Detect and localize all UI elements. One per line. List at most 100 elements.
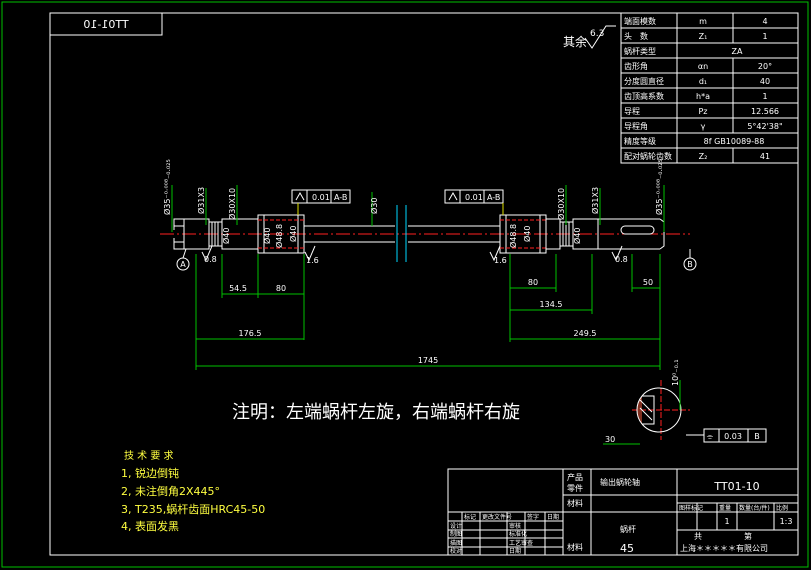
dim-134-5: 134.5	[540, 300, 563, 309]
param-name: 导程	[624, 107, 640, 116]
param-value: 41	[760, 152, 770, 161]
dim-d40-b: Ø40	[262, 228, 272, 244]
param-symbol: Z₁	[699, 32, 708, 41]
mirror-id-box	[49, 12, 163, 36]
tb-sign-label: 校对	[450, 547, 462, 555]
param-symbol: m	[699, 17, 707, 26]
tb-check-label: 日期	[509, 547, 521, 555]
tb-rev-label: 标记	[464, 513, 476, 521]
dim-d40-e: Ø40	[572, 228, 582, 244]
param-name: 分度圆直径	[624, 76, 664, 86]
tol-left-value: 0.01	[312, 193, 330, 202]
tb-material-label: 材料	[567, 498, 583, 508]
dim-d40-a: Ø40	[221, 228, 231, 244]
param-symbol: h*a	[696, 92, 710, 101]
tech-req-item: 1, 锐边倒钝	[121, 466, 179, 480]
tb-sign-label: 制图	[450, 530, 462, 538]
roughness-left: 0.8	[204, 255, 217, 264]
param-symbol: Pz	[698, 107, 707, 116]
keyway-section: 10⁰₋₀.₁ 30 ⌯ 0.03 B	[603, 359, 767, 445]
dim-thread-right: Ø31X3	[590, 187, 600, 214]
roughness-right: 0.8	[615, 255, 628, 264]
param-name: 齿形角	[624, 61, 648, 71]
tech-req-title: 技 术 要 求	[124, 449, 174, 462]
tb-sheet2: 第	[744, 531, 752, 541]
dim-d40-d: Ø40	[522, 226, 532, 242]
roughness-worm-right: 1.6	[494, 256, 507, 265]
roughness-worm-left: 1.6	[306, 256, 319, 265]
param-symbol: d₁	[699, 77, 707, 86]
param-value: 1	[762, 32, 767, 41]
dim-d30: Ø30	[369, 198, 379, 214]
param-value: 5°42'38"	[747, 122, 782, 131]
parameter-table: 端面模数 m 4 头 数 Z₁ 1 蜗杆类型 ZA 齿形角 αn 20° 分度圆…	[620, 12, 799, 164]
datum-a-label: A	[180, 260, 186, 269]
dim-249-5: 249.5	[574, 329, 597, 338]
datum-b-label: B	[687, 260, 693, 269]
tb-material-label-2: 材料	[567, 542, 583, 552]
tb-scale: 1:3	[780, 517, 793, 526]
tol-left-ref: A-B	[334, 193, 347, 202]
shaft-view	[160, 205, 690, 262]
tb-sign-label: 描图	[450, 539, 462, 547]
dim-d35-left: Ø35⁻⁰·⁰⁰⁸₋₀.₀₂₅	[162, 159, 172, 215]
tb-material: 45	[620, 542, 634, 555]
param-name: 配对蜗轮齿数	[624, 151, 672, 161]
dim-d40-c: Ø40	[288, 226, 298, 242]
dim-thread-left: Ø31X3	[196, 187, 206, 214]
tol-right-ref: A-B	[487, 193, 500, 202]
tb-part-label: 零件	[567, 483, 583, 493]
title-block: 产品 零件 输出蜗轮轴 TT01-10 材料 蜗杆 材料 45 图样标记 重量 …	[447, 468, 799, 556]
datum-markers: A B	[176, 248, 697, 271]
tolerance-frames: 0.01 A-B 0.01 A-B	[291, 189, 504, 215]
tb-product-label: 产品	[567, 472, 583, 482]
dim-d35-right: Ø35⁻⁰·⁰⁰⁸₋₀.₀₂₅	[654, 159, 664, 215]
tb-check-label: 标准化	[509, 530, 527, 538]
dim-key-width: 30	[605, 435, 615, 444]
tb-sheet: 共	[694, 532, 702, 541]
key-tol-symbol: ⌯	[707, 432, 714, 441]
drawing-border	[49, 12, 799, 556]
dim-80-right: 80	[528, 278, 538, 287]
param-value: 20°	[758, 62, 772, 71]
param-value: 40	[760, 77, 770, 86]
tb-sign-label: 设计	[450, 522, 462, 530]
dim-d30x10-right: Ø30X10	[556, 188, 566, 220]
roughness-marks: 0.8 1.6 1.6 0.8	[201, 245, 628, 265]
param-name: 齿顶高系数	[624, 91, 664, 101]
tech-req-item: 4, 表面发黑	[121, 519, 179, 533]
tb-stage-header: 图样标记	[679, 504, 703, 512]
param-name: 导程角	[624, 121, 648, 131]
diameter-labels: Ø35⁻⁰·⁰⁰⁸₋₀.₀₂₅ Ø31X3 Ø30X10 Ø40 Ø40 Ø48…	[162, 159, 665, 248]
mirror-drawing-id: TT01-10	[83, 18, 129, 31]
dim-d48-left: Ø48.8	[274, 224, 284, 248]
dim-d30x10-left: Ø30X10	[227, 188, 237, 220]
tol-right-value: 0.01	[465, 193, 483, 202]
tb-drawing-no: TT01-10	[713, 480, 759, 493]
param-symbol: αn	[698, 62, 708, 71]
tb-check-label: 工艺审查	[509, 539, 533, 547]
param-symbol: ZA	[732, 47, 743, 56]
param-name: 头 数	[624, 31, 648, 41]
surface-mark-value: 6.3	[590, 29, 604, 39]
dim-54-5: 54.5	[229, 284, 247, 293]
param-name: 蜗杆类型	[624, 46, 656, 56]
param-symbol: γ	[701, 122, 706, 131]
tech-req-item: 2, 未注倒角2X445°	[121, 484, 220, 498]
param-value: 4	[762, 17, 767, 26]
tb-qty: 1	[724, 517, 729, 526]
param-name: 端面模数	[624, 16, 656, 26]
key-tol-ref: B	[754, 432, 760, 441]
tb-qty-header: 数量(台/件)	[739, 504, 770, 512]
tb-scale-header: 比例	[776, 504, 788, 512]
roughness-symbol	[584, 25, 616, 49]
tb-check-label: 审核	[509, 522, 521, 530]
tb-part-name: 蜗杆	[620, 524, 636, 534]
key-tol-value: 0.03	[724, 432, 742, 441]
param-symbol: 8f GB10089-88	[704, 137, 765, 146]
param-value: 12.566	[751, 107, 779, 116]
tb-rev-label: 日期	[547, 513, 559, 521]
tb-product-name: 输出蜗轮轴	[600, 477, 640, 487]
